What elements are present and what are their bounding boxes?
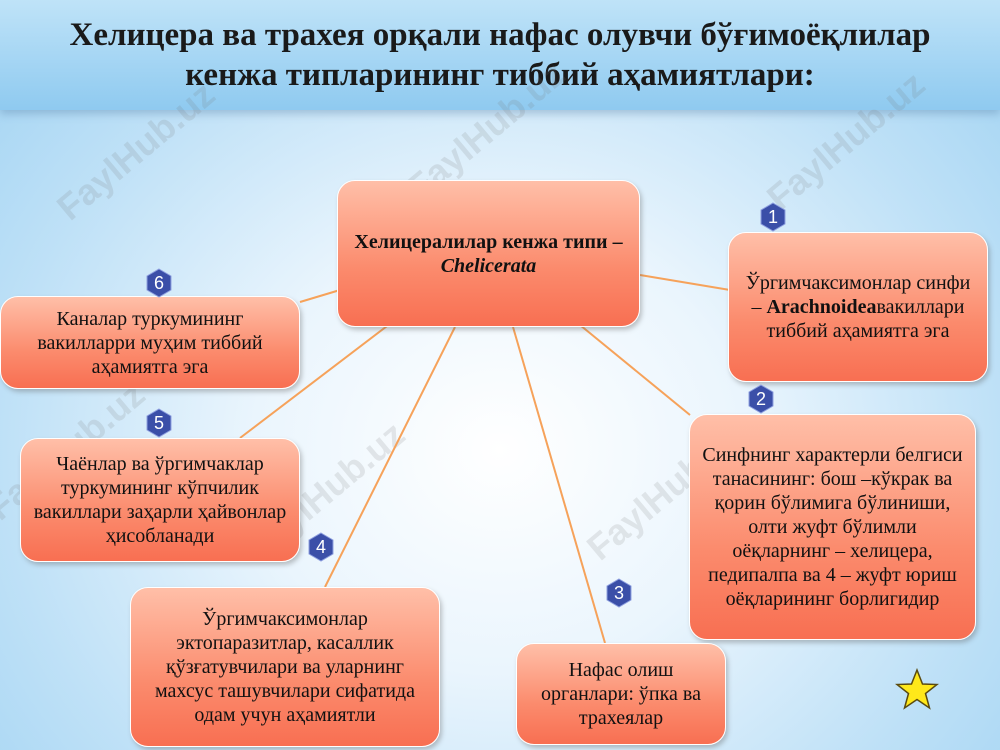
center-node: Хелицералилар кенжа типи –Chelicerata [337,180,640,327]
badge-4: 4 [308,532,334,562]
badge-1-number: 1 [767,206,778,227]
badge-4-number: 4 [315,536,326,557]
badge-3: 3 [606,578,632,608]
connector-5 [239,319,396,439]
badge-1: 1 [760,202,786,232]
badge-6: 6 [146,268,172,298]
connector-6 [299,289,341,303]
connector-3 [512,326,606,644]
hexagon-icon [748,384,774,414]
node-4-text: Ўргимчаксимонлар эктопаразитлар, касалли… [155,608,415,726]
hexagon-icon [760,202,786,232]
node-1: Ўргимчаксимонлар синфи – Arachnoideaваки… [728,232,988,382]
node-2: Синфнинг характерли белгиси танасининг: … [689,414,976,640]
node-1-text-before: Ўргимчаксимонлар синфи – [745,272,971,318]
connector-1 [639,274,731,291]
hexagon-icon [146,268,172,298]
node-1-bold: Arachnoidea [766,296,877,318]
star-icon[interactable] [895,668,939,712]
hexagon-icon [308,532,334,562]
slide-title: Хелицера ва трахея орқали нафас олувчи б… [69,17,931,93]
node-5: Чаёнлар ва ўргимчаклар туркумининг кўпчи… [20,438,300,562]
node-4: Ўргимчаксимонлар эктопаразитлар, касалли… [130,587,440,747]
connector-4 [324,326,456,588]
node-2-text: Синфнинг характерли белгиси танасининг: … [702,444,963,610]
badge-5: 5 [146,408,172,438]
badge-2: 2 [748,384,774,414]
badge-5-number: 5 [153,412,164,433]
connector-2 [579,324,691,416]
node-3: Нафас олиш органлари: ўпка ва трахеялар [516,643,726,745]
badge-2-number: 2 [755,388,766,409]
hexagon-icon [606,578,632,608]
node-5-text: Чаёнлар ва ўргимчаклар туркумининг кўпчи… [33,453,287,547]
hexagon-icon [146,408,172,438]
center-node-latin: Chelicerata [440,254,537,277]
node-3-text: Нафас олиш органлари: ўпка ва трахеялар [541,659,701,729]
node-1-text-after: вакиллари тиббий аҳамиятга эга [766,296,965,342]
node-6-text: Каналар туркумининг вакилларри муҳим тиб… [37,307,263,378]
title-bar: Хелицера ва трахея орқали нафас олувчи б… [0,0,1000,110]
node-6: Каналар туркумининг вакилларри муҳим тиб… [0,296,300,389]
center-node-label: Хелицералилар кенжа типи – [354,230,623,253]
badge-6-number: 6 [153,272,164,293]
badge-3-number: 3 [613,582,624,603]
